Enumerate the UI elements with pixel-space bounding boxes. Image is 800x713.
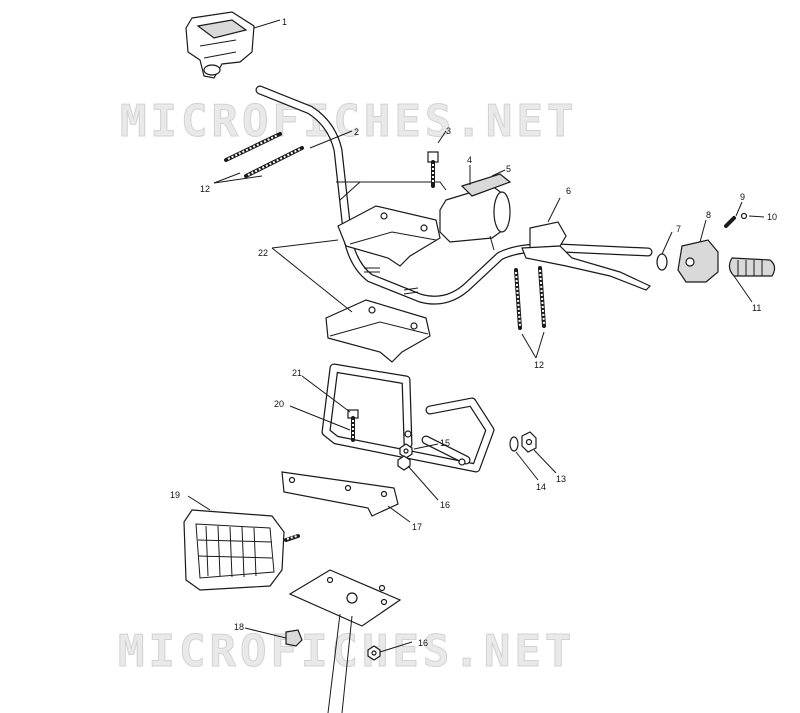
screw-part-9[interactable]: [724, 216, 736, 228]
callout-11: 11: [752, 303, 761, 313]
brake-lever-part[interactable]: [521, 221, 652, 291]
callout-8: 8: [706, 210, 711, 220]
throttle-control-part[interactable]: [656, 239, 719, 283]
callout-16-upper: 16: [440, 500, 450, 510]
cable-tie-part-lower[interactable]: [514, 266, 546, 330]
callout-5: 5: [506, 164, 511, 174]
callout-12-lower: 12: [534, 360, 544, 370]
nut-part-13[interactable]: [521, 431, 537, 453]
nut-part-16-lower[interactable]: [367, 645, 381, 661]
bolt-part-3[interactable]: [427, 151, 439, 188]
callout-9: 9: [740, 192, 745, 202]
headlight-bracket-part[interactable]: [321, 363, 495, 473]
callout-3: 3: [446, 126, 451, 136]
callout-labels: 1 2 3 4 5 6 7 8 9 10 11 12 12 13 14 15 1…: [170, 17, 777, 648]
leader-lines: [187, 19, 765, 653]
nut-part-15[interactable]: [399, 443, 413, 459]
washer-part-10[interactable]: [740, 212, 748, 220]
callout-1: 1: [282, 17, 287, 27]
switch-housing-part[interactable]: [439, 173, 512, 251]
base-plate-part[interactable]: [288, 569, 402, 713]
callout-15: 15: [440, 438, 450, 448]
callout-13: 13: [556, 474, 566, 484]
callout-21: 21: [292, 368, 302, 378]
headlight-part[interactable]: [183, 509, 300, 591]
callout-20: 20: [274, 399, 284, 409]
callout-6: 6: [566, 186, 571, 196]
hand-grip-part[interactable]: [728, 257, 776, 277]
nut-part-16-upper[interactable]: [397, 455, 411, 471]
callout-16-lower: 16: [418, 638, 428, 648]
upper-clamp-part[interactable]: [337, 205, 441, 267]
callout-19: 19: [170, 490, 180, 500]
handlebar-cover-part[interactable]: [185, 11, 255, 79]
cable-tie-part-left[interactable]: [224, 132, 304, 178]
callout-17: 17: [412, 522, 422, 532]
washer-part-14[interactable]: [509, 436, 519, 452]
callout-14: 14: [536, 482, 546, 492]
mounting-plate-part[interactable]: [281, 471, 399, 517]
callout-7: 7: [676, 224, 681, 234]
watermark-top: MICROFICHES.NET: [120, 96, 577, 147]
handlebar-part[interactable]: [255, 85, 653, 305]
callout-18: 18: [234, 622, 244, 632]
callout-22: 22: [258, 248, 268, 258]
callout-12-left: 12: [200, 184, 210, 194]
callout-4: 4: [467, 155, 472, 165]
lower-clamp-part[interactable]: [325, 299, 431, 363]
watermark-bottom: MICROFICHES.NET: [118, 626, 575, 677]
callout-2: 2: [354, 127, 359, 137]
callout-10: 10: [767, 212, 777, 222]
clip-part-18[interactable]: [285, 629, 303, 647]
bolt-part-21[interactable]: [347, 409, 359, 442]
